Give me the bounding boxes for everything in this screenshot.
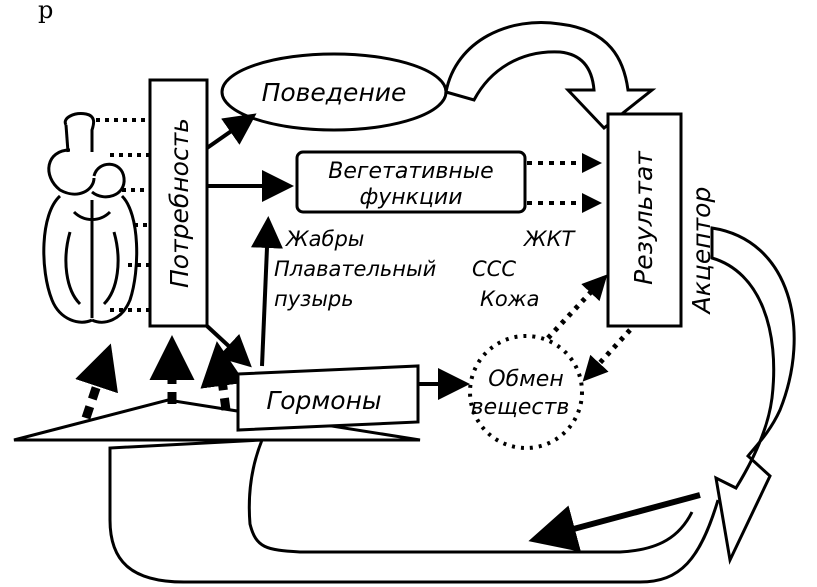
brain-drawing	[42, 112, 139, 324]
result-label: Результат	[629, 150, 658, 285]
external-feedback-arrow	[528, 492, 701, 552]
metabolism-label-line1: Обмен	[488, 367, 563, 392]
result-box: Результат	[606, 112, 683, 328]
acceptor-return-arrow	[108, 226, 796, 584]
vegetative-box: Вегетативные функции	[295, 150, 527, 214]
need-hormones-arrow	[205, 324, 252, 368]
vegetative-result-dotted-arrows	[527, 153, 602, 213]
gi-tract-label: ЖКТ	[522, 227, 577, 251]
vegetative-label-line1: Вегетативные	[328, 159, 493, 184]
need-box: Потребность	[148, 78, 209, 328]
cvs-label: ССС	[472, 257, 516, 281]
need-behavior-arrow	[205, 113, 257, 150]
top-fragment-text: р	[38, 0, 53, 24]
brain-need-dotted-links	[96, 118, 150, 312]
behavior-result-curved-arrow	[444, 21, 657, 131]
metabolism-result-dotted-arrows	[546, 274, 632, 382]
vegetative-label-line2: функции	[359, 185, 462, 210]
behavior-node: Поведение	[220, 52, 448, 132]
swim-bladder-label-line1: Плавательный	[274, 257, 436, 281]
gills-label: Жабры	[284, 227, 364, 251]
hormones-box: Гормоны	[236, 364, 420, 432]
skin-label: Кожа	[480, 287, 540, 311]
hormones-label: Гормоны	[266, 386, 381, 415]
metabolism-node: Обмен веществ	[468, 334, 584, 450]
swim-bladder-label-line2: пузырь	[274, 287, 354, 311]
metabolism-label-line2: веществ	[471, 395, 570, 420]
hormones-vegetative-arrow	[251, 216, 283, 367]
need-label: Потребность	[165, 118, 194, 288]
behavior-label: Поведение	[262, 78, 407, 107]
